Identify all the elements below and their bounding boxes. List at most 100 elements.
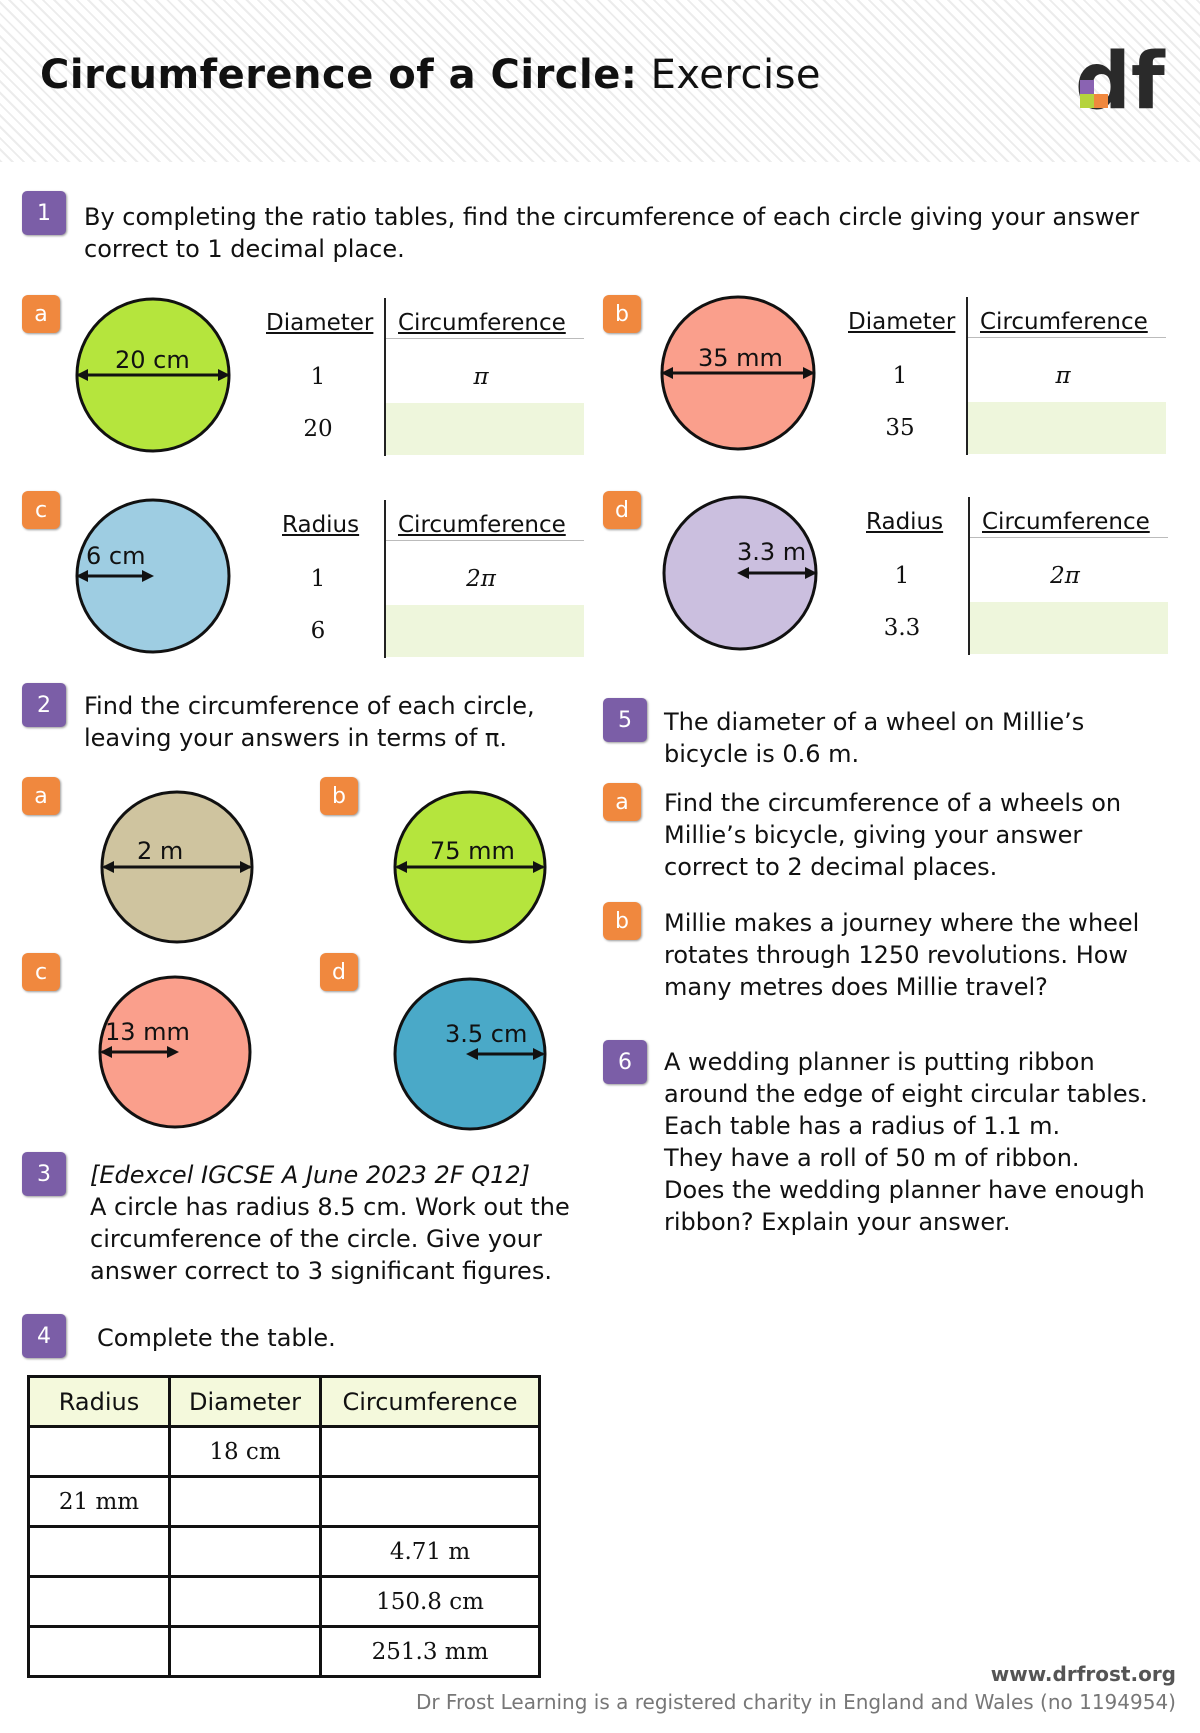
circle-q1a — [75, 297, 231, 453]
question-5a-line2: Millie’s bicycle, giving your answer — [664, 821, 1083, 849]
table-cell[interactable]: 251.3 mm — [319, 1625, 541, 1678]
ratio-1b-r2c1: 35 — [885, 415, 915, 441]
part-badge-2c: c — [22, 953, 60, 991]
question-5b-line3: many metres does Millie travel? — [664, 973, 1048, 1001]
question-2-line2: leaving your answers in terms of π. — [84, 724, 507, 752]
footer-url[interactable]: www.drfrost.org — [990, 1662, 1176, 1686]
ratio-1a-r1c2: π — [473, 364, 489, 390]
answer-cell-1d[interactable] — [970, 602, 1168, 654]
table-row: 251.3 mm — [27, 1625, 541, 1678]
table-cell[interactable]: 18 cm — [168, 1425, 322, 1478]
ratio-header-1c-left: Radius — [282, 512, 360, 538]
part-badge-5b: b — [603, 902, 641, 940]
part-badge-1d: d — [603, 491, 641, 529]
table-row: 150.8 cm — [27, 1575, 541, 1628]
question-badge-6: 6 — [603, 1040, 647, 1084]
table-row: 18 cm — [27, 1425, 541, 1478]
part-badge-2a: a — [22, 777, 60, 815]
circle-q2b-label: 75 mm — [430, 837, 515, 865]
ratio-table-1d: Radius Circumference 1 2π 3.3 — [850, 497, 1180, 662]
answer-cell-1b[interactable] — [968, 402, 1166, 454]
circle-q1d-label: 3.3 m — [737, 538, 807, 566]
answer-cell-1c[interactable] — [386, 605, 584, 657]
question-4-text: Complete the table. — [97, 1324, 336, 1352]
circle-q2b — [393, 790, 547, 944]
question-6-line5: Does the wedding planner have enough — [664, 1176, 1145, 1204]
circle-q1c-label: 6 cm — [86, 542, 146, 570]
df-logo: df — [1075, 40, 1166, 120]
question-badge-2: 2 — [22, 683, 66, 727]
question-6-line6: ribbon? Explain your answer. — [664, 1208, 1011, 1236]
table-cell[interactable]: 150.8 cm — [319, 1575, 541, 1628]
circle-q2a-label: 2 m — [137, 837, 184, 865]
ratio-header-1a-right: Circumference — [398, 310, 566, 336]
page-title: Circumference of a Circle: Exercise — [40, 52, 821, 98]
part-badge-2b: b — [320, 777, 358, 815]
question-3-line3: answer correct to 3 significant figures. — [90, 1257, 552, 1285]
table-header-diameter: Diameter — [168, 1375, 322, 1428]
ratio-header-1b-left: Diameter — [848, 309, 956, 335]
part-badge-1b: b — [603, 295, 641, 333]
header-band — [0, 0, 1200, 162]
ratio-1a-r2c1: 20 — [303, 416, 333, 442]
circle-q1b-label: 35 mm — [698, 344, 783, 372]
answer-cell-1a[interactable] — [386, 403, 584, 455]
table-header-radius: Radius — [27, 1375, 171, 1428]
table-header-row: Radius Diameter Circumference — [27, 1375, 541, 1428]
table-cell[interactable] — [27, 1625, 171, 1678]
ratio-header-1c-right: Circumference — [398, 512, 566, 538]
question-3-source: [Edexcel IGCSE A June 2023 2F Q12] — [90, 1161, 531, 1189]
question-6-line1: A wedding planner is putting ribbon — [664, 1048, 1095, 1076]
ratio-header-1d-right: Circumference — [982, 509, 1150, 535]
ratio-1b-r1c2: π — [1055, 363, 1071, 389]
part-badge-1c: c — [22, 491, 60, 529]
ratio-1a-r1c1: 1 — [310, 364, 326, 390]
ratio-1c-r2c1: 6 — [310, 618, 326, 644]
question-5-line2: bicycle is 0.6 m. — [664, 740, 860, 768]
question-6-line2: around the edge of eight circular tables… — [664, 1080, 1148, 1108]
table-row: 4.71 m — [27, 1525, 541, 1578]
table-cell[interactable]: 21 mm — [27, 1475, 171, 1528]
question-5-line1: The diameter of a wheel on Millie’s — [664, 708, 1085, 736]
ratio-table-1a: Diameter Circumference 1 π 20 — [266, 298, 596, 463]
table-cell[interactable]: 4.71 m — [319, 1525, 541, 1578]
question-5b-line1: Millie makes a journey where the wheel — [664, 909, 1140, 937]
table-cell[interactable] — [168, 1625, 322, 1678]
part-badge-2d: d — [320, 953, 358, 991]
circle-q2d — [393, 977, 547, 1131]
part-badge-1a: a — [22, 295, 60, 333]
circle-q2d-label: 3.5 cm — [445, 1020, 528, 1048]
part-badge-5a: a — [603, 783, 641, 821]
table-cell[interactable] — [319, 1475, 541, 1528]
circle-q1a-label: 20 cm — [115, 346, 190, 374]
table-cell[interactable] — [168, 1475, 322, 1528]
table-header-circumference: Circumference — [319, 1375, 541, 1428]
ratio-header-1b-right: Circumference — [980, 309, 1148, 335]
ratio-1b-r1c1: 1 — [892, 363, 908, 389]
table-cell[interactable] — [27, 1525, 171, 1578]
ratio-header-1d-left: Radius — [866, 509, 944, 535]
question-badge-1: 1 — [22, 191, 66, 235]
circle-q1c — [75, 498, 231, 654]
ratio-1d-r2c1: 3.3 — [883, 615, 921, 641]
question-badge-4: 4 — [22, 1314, 66, 1358]
question-badge-3: 3 — [22, 1152, 66, 1196]
title-rest: Exercise — [637, 52, 822, 98]
ratio-1c-r1c1: 1 — [310, 566, 326, 592]
question-1-text: By completing the ratio tables, find the… — [84, 203, 1140, 263]
circle-q1d — [662, 495, 818, 651]
table-row: 21 mm — [27, 1475, 541, 1528]
table-cell[interactable] — [168, 1575, 322, 1628]
ratio-table-1c: Radius Circumference 1 2π 6 — [266, 500, 596, 665]
question-2-line1: Find the circumference of each circle, — [84, 692, 535, 720]
ratio-header-1a-left: Diameter — [266, 310, 374, 336]
title-bold: Circumference of a Circle: — [40, 52, 638, 98]
question-5b-line2: rotates through 1250 revolutions. How — [664, 941, 1129, 969]
table-cell[interactable] — [319, 1425, 541, 1478]
ratio-table-1b: Diameter Circumference 1 π 35 — [848, 297, 1178, 462]
table-cell[interactable] — [27, 1575, 171, 1628]
circle-q1b — [660, 295, 816, 451]
table-cell[interactable] — [168, 1525, 322, 1578]
table-cell[interactable] — [27, 1425, 171, 1478]
ratio-1c-r1c2: 2π — [466, 566, 496, 592]
